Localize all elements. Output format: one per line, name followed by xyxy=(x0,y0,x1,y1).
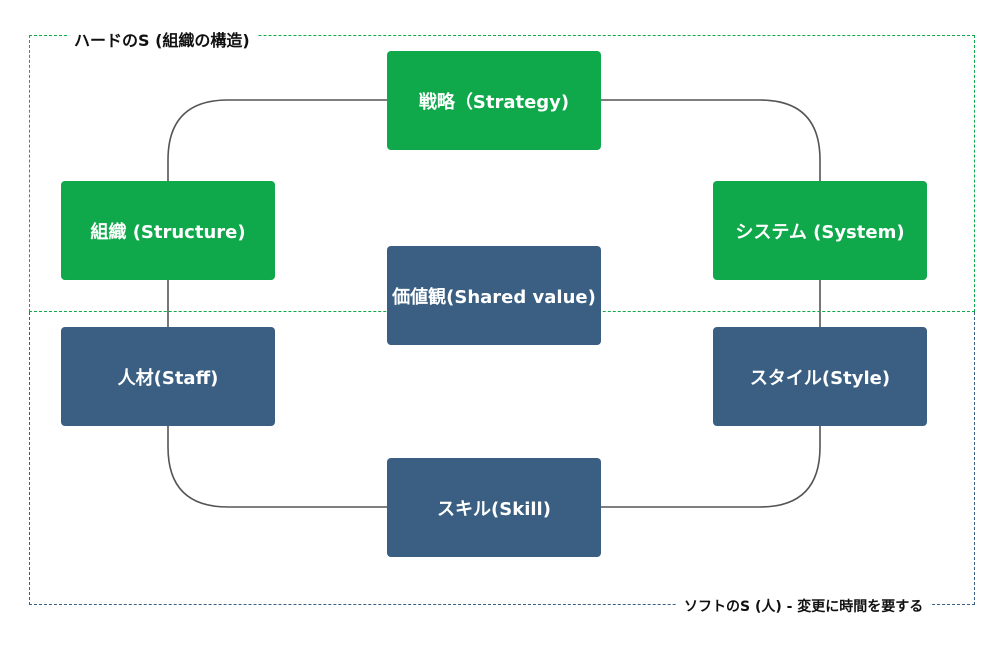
soft-s-label: ソフトのS (人) - 変更に時間を要する xyxy=(677,596,931,616)
node-style-label: スタイル(Style) xyxy=(749,367,891,389)
connector-path xyxy=(167,99,821,508)
node-style[interactable]: スタイル(Style) xyxy=(713,327,927,426)
node-strategy-label: 戦略（Strategy) xyxy=(418,91,570,113)
node-shared-values-label: 価値観(Shared value) xyxy=(392,286,596,308)
node-structure-label: 組織 (Structure) xyxy=(90,221,246,243)
node-shared-values[interactable]: 価値観(Shared value) xyxy=(387,246,601,345)
node-structure[interactable]: 組織 (Structure) xyxy=(61,181,275,280)
hard-s-label: ハードのS (組織の構造) xyxy=(67,27,257,51)
node-staff-label: 人材(Staff) xyxy=(117,367,219,389)
node-skills[interactable]: スキル(Skill) xyxy=(387,458,601,557)
node-systems[interactable]: システム (System) xyxy=(713,181,927,280)
node-systems-label: システム (System) xyxy=(735,221,905,243)
node-skills-label: スキル(Skill) xyxy=(437,498,551,520)
node-strategy[interactable]: 戦略（Strategy) xyxy=(387,51,601,150)
node-staff[interactable]: 人材(Staff) xyxy=(61,327,275,426)
soft-s-frame xyxy=(29,312,975,605)
